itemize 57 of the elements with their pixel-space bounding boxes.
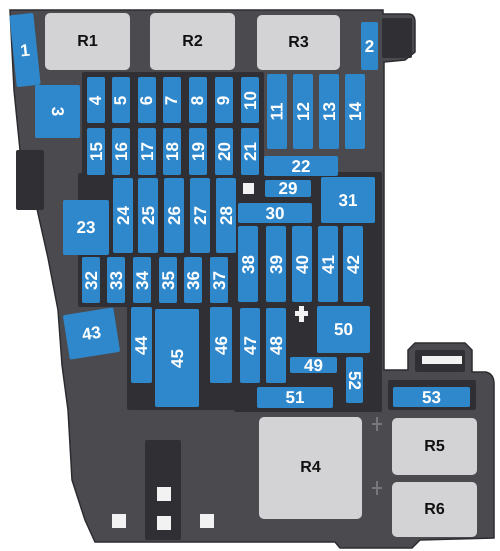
relay: R2 xyxy=(150,13,235,70)
fuse: 27 xyxy=(190,178,210,253)
fuse: 21 xyxy=(241,128,259,175)
fuse: 41 xyxy=(318,226,338,302)
fuse: 12 xyxy=(293,74,313,149)
fuse: 49 xyxy=(290,357,337,373)
fuse: 2 xyxy=(361,22,378,70)
fuse: 44 xyxy=(131,307,152,383)
relay: R4 xyxy=(259,417,362,519)
fuse: 53 xyxy=(393,387,470,407)
fuse: 47 xyxy=(240,308,260,383)
relay: R6 xyxy=(392,482,477,537)
relay: R3 xyxy=(257,15,340,70)
fuse: 25 xyxy=(138,178,158,253)
fuse: 7 xyxy=(163,77,181,123)
fuse: 24 xyxy=(113,178,133,253)
fuse: 36 xyxy=(184,257,202,303)
fuse: 45 xyxy=(155,309,199,407)
fuse: 34 xyxy=(133,257,151,303)
fuse: 23 xyxy=(63,200,109,255)
fuse: 10 xyxy=(241,77,259,123)
fuse: 31 xyxy=(321,177,375,223)
fuse: 39 xyxy=(266,226,286,302)
fuse: 4 xyxy=(87,77,105,123)
fuse: 29 xyxy=(265,180,311,197)
fuse: 22 xyxy=(264,156,338,176)
fuse: 9 xyxy=(215,77,233,123)
fuse: 11 xyxy=(267,74,287,149)
fuse: 16 xyxy=(112,128,130,175)
fuse: 33 xyxy=(107,257,125,303)
fuse: 19 xyxy=(189,128,207,175)
fuse: 37 xyxy=(210,257,228,303)
fuse: 50 xyxy=(317,306,370,353)
fuse: 5 xyxy=(112,77,130,123)
fuse: 52 xyxy=(346,357,363,403)
fuse: 18 xyxy=(163,128,181,175)
fuse: 15 xyxy=(87,128,105,175)
relay: R1 xyxy=(45,13,130,70)
fuse: 48 xyxy=(266,308,286,383)
fuse: 6 xyxy=(138,77,156,123)
fuse: 17 xyxy=(138,128,156,175)
fuse: 20 xyxy=(215,128,233,175)
fuse: 28 xyxy=(216,178,236,253)
fuse: 14 xyxy=(345,74,365,149)
relay: R5 xyxy=(392,418,477,475)
fuse: 32 xyxy=(82,257,100,303)
fuse: 3 xyxy=(35,85,80,138)
fuse: 42 xyxy=(343,226,363,302)
fuse: 26 xyxy=(164,178,184,253)
fuse: 8 xyxy=(189,77,207,123)
fuse: 30 xyxy=(238,203,312,223)
fuse: 40 xyxy=(292,226,312,302)
fuse: 51 xyxy=(257,387,333,408)
fuse: 46 xyxy=(210,307,232,383)
fuse: 13 xyxy=(319,74,339,149)
fuse: 38 xyxy=(238,226,258,302)
fuse: 35 xyxy=(159,257,177,303)
